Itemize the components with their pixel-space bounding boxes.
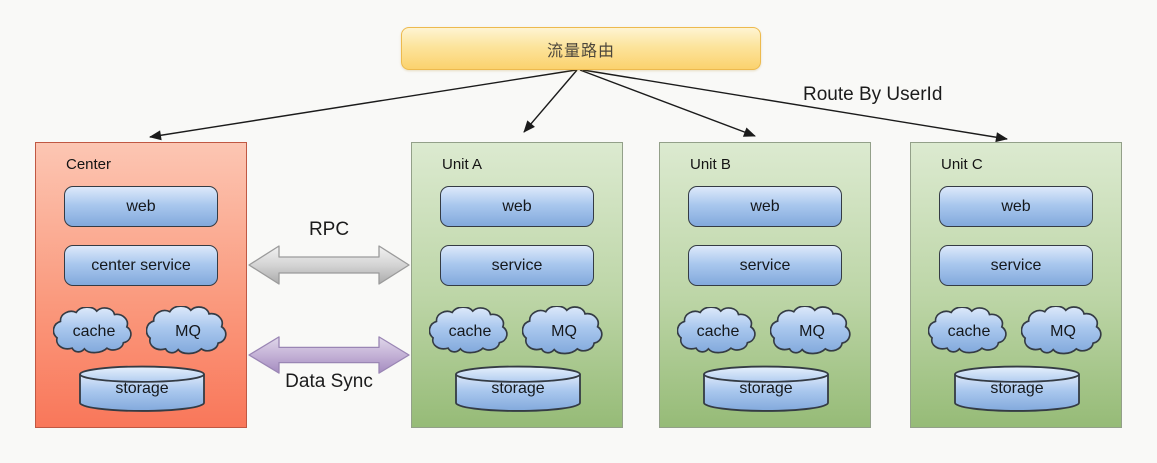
traffic-router-label: 流量路由 <box>546 42 615 60</box>
container-unit-b[interactable]: Unit B web service cache MQ storage <box>659 142 871 428</box>
cache-cloud-node[interactable]: cache <box>928 307 1010 355</box>
mq-label: MQ <box>551 323 577 340</box>
cylinder-icon <box>455 365 581 412</box>
storage-cylinder-node[interactable]: storage <box>78 365 206 412</box>
container-unit-c[interactable]: Unit C web service cache MQ storage <box>910 142 1122 428</box>
storage-label: storage <box>990 380 1044 397</box>
service-label: service <box>990 256 1042 274</box>
cloud-icon <box>677 307 756 354</box>
mq-label: MQ <box>799 323 825 340</box>
service-node[interactable]: service <box>688 245 842 286</box>
traffic-router-node[interactable]: 流量路由 <box>401 27 761 70</box>
storage-cylinder-node[interactable]: storage <box>702 365 830 412</box>
storage-cylinder-node[interactable]: storage <box>454 365 582 412</box>
web-label: web <box>750 197 780 215</box>
mq-cloud-node[interactable]: MQ <box>1021 306 1105 356</box>
cloud-icon <box>928 307 1007 354</box>
route-by-userid-label: Route By UserId <box>803 84 943 105</box>
service-label: center service <box>91 256 191 274</box>
group-title: Unit B <box>690 156 731 173</box>
arrow-to-unit-b[interactable] <box>579 69 756 137</box>
cylinder-icon <box>79 365 205 412</box>
mq-label: MQ <box>1050 323 1076 340</box>
web-node[interactable]: web <box>440 186 594 227</box>
cloud-icon <box>522 306 603 355</box>
web-node[interactable]: web <box>64 186 218 227</box>
cache-label: cache <box>72 323 116 340</box>
rpc-label: RPC <box>308 219 350 240</box>
data-sync-label: Data Sync <box>285 371 373 392</box>
arrow-to-unit-c[interactable] <box>582 69 1008 143</box>
group-title: Unit A <box>442 156 483 173</box>
mq-label: MQ <box>175 323 201 340</box>
cache-label: cache <box>947 323 991 340</box>
container-unit-a[interactable]: Unit A web service cache MQ storage <box>411 142 623 428</box>
cloud-icon <box>770 306 851 355</box>
service-label: service <box>491 256 543 274</box>
service-label: service <box>739 256 791 274</box>
cache-cloud-node[interactable]: cache <box>677 307 759 355</box>
storage-label: storage <box>739 380 793 397</box>
service-node[interactable]: center service <box>64 245 218 286</box>
mq-cloud-node[interactable]: MQ <box>146 306 230 356</box>
web-label: web <box>126 197 156 215</box>
storage-label: storage <box>115 380 169 397</box>
container-center[interactable]: Center web center service cache MQ stora… <box>35 142 247 428</box>
data-sync-double-arrow[interactable] <box>247 334 411 376</box>
cloud-icon <box>146 306 227 355</box>
cloud-icon <box>1021 306 1102 355</box>
cache-cloud-node[interactable]: cache <box>53 307 135 355</box>
storage-cylinder-node[interactable]: storage <box>953 365 1081 412</box>
cache-label: cache <box>696 323 740 340</box>
cloud-icon <box>429 307 508 354</box>
cache-cloud-node[interactable]: cache <box>429 307 511 355</box>
cylinder-icon <box>703 365 829 412</box>
service-node[interactable]: service <box>939 245 1093 286</box>
mq-cloud-node[interactable]: MQ <box>770 306 854 356</box>
cloud-icon <box>53 307 132 354</box>
rpc-double-arrow[interactable] <box>247 243 411 287</box>
cache-label: cache <box>448 323 492 340</box>
web-node[interactable]: web <box>939 186 1093 227</box>
mq-cloud-node[interactable]: MQ <box>522 306 606 356</box>
storage-label: storage <box>491 380 545 397</box>
web-label: web <box>1001 197 1031 215</box>
web-node[interactable]: web <box>688 186 842 227</box>
group-title: Unit C <box>941 156 983 173</box>
group-title: Center <box>66 156 112 173</box>
cylinder-icon <box>954 365 1080 412</box>
service-node[interactable]: service <box>440 245 594 286</box>
web-label: web <box>502 197 532 215</box>
arrow-to-center[interactable] <box>149 69 577 141</box>
arrow-to-unit-a[interactable] <box>523 69 578 133</box>
